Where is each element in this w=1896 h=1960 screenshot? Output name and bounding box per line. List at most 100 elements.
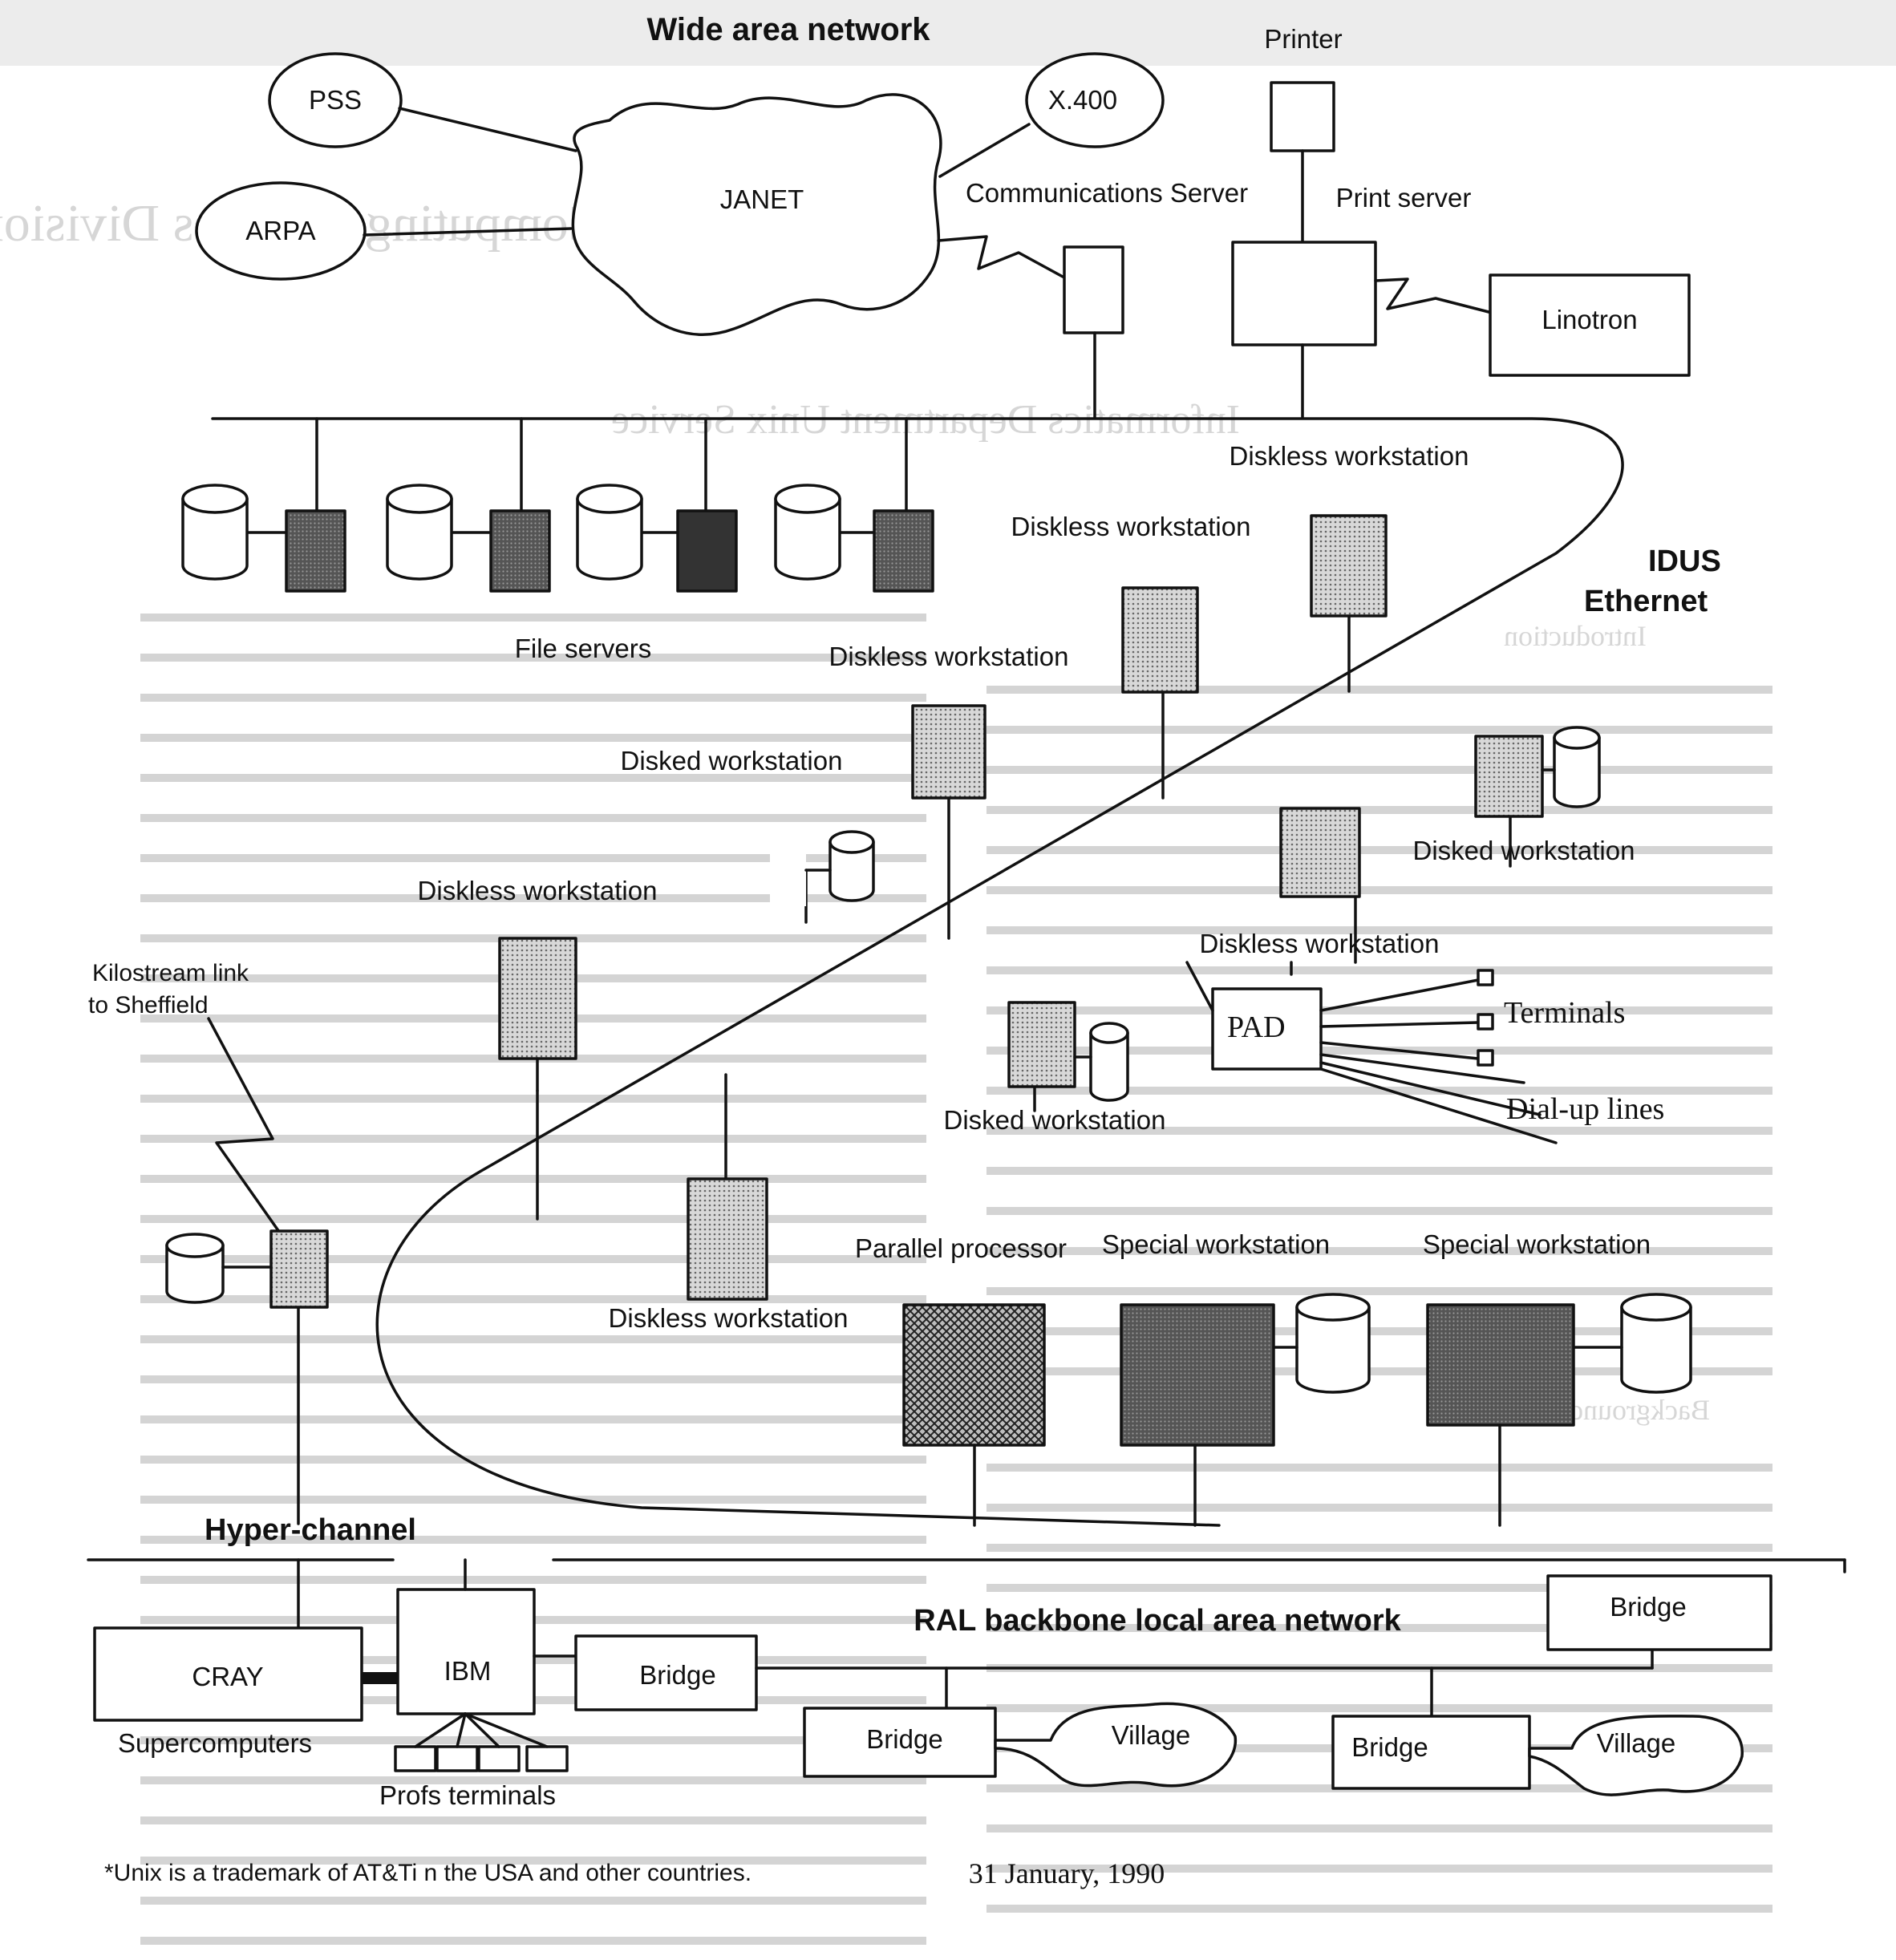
profs-terminal-1 xyxy=(394,1745,437,1772)
bridge-right-box xyxy=(1546,1574,1772,1651)
bg-background: Background xyxy=(1569,1394,1710,1426)
label-diskless-workstation-upper: Diskless workstation xyxy=(1011,512,1251,541)
date: 31 January, 1990 xyxy=(969,1857,1165,1889)
label-bridge-right: Bridge xyxy=(1610,1592,1686,1622)
label-bridge-village-left: Bridge xyxy=(866,1724,942,1754)
file-server-unit-3 xyxy=(676,509,738,593)
label-file-servers: File servers xyxy=(515,634,652,663)
linotron-box xyxy=(1489,273,1691,377)
printer-box xyxy=(1270,81,1335,152)
label-idus: IDUS xyxy=(1648,545,1721,578)
label-kilostream-line1: Kilostream link xyxy=(92,960,249,986)
special-workstation-right-box xyxy=(1426,1303,1575,1427)
disked-workstation-mid-disk xyxy=(828,830,875,902)
scan-top-band xyxy=(0,0,1896,66)
bridge-village-left-box xyxy=(803,1707,997,1778)
label-printer: Printer xyxy=(1264,24,1342,54)
profs-terminal-4 xyxy=(525,1745,569,1772)
special-workstation-right-disk xyxy=(1620,1293,1692,1394)
disked-workstation-lower-box xyxy=(1007,1001,1076,1088)
village-left-cloud xyxy=(994,1702,1238,1788)
terminal-3 xyxy=(1477,1049,1494,1067)
file-server-disk-3 xyxy=(576,484,643,581)
label-ibm: IBM xyxy=(444,1656,492,1686)
profs-terminal-3 xyxy=(477,1745,521,1772)
label-diskless-workstation-bottom: Diskless workstation xyxy=(609,1303,849,1333)
label-special-workstation-mid: Special workstation xyxy=(1102,1229,1330,1259)
label-special-workstation-right: Special workstation xyxy=(1423,1229,1651,1259)
pad-box xyxy=(1211,987,1323,1071)
label-arpa: ARPA xyxy=(245,216,315,245)
communications-server-box xyxy=(1063,245,1124,334)
label-linotron: Linotron xyxy=(1542,305,1637,334)
label-diskless-workstation-mid: Diskless workstation xyxy=(829,642,1069,671)
file-server-unit-4 xyxy=(873,509,934,593)
arpa-ellipse xyxy=(195,181,367,281)
title-wide-area-network: Wide area network xyxy=(646,12,930,47)
ibm-box xyxy=(396,1588,536,1715)
file-servers xyxy=(247,417,908,534)
label-diskless-workstation-top: Diskless workstation xyxy=(1230,441,1469,471)
file-server-unit-1 xyxy=(285,509,346,593)
disked-workstation-kilo-disk xyxy=(165,1233,225,1304)
label-dial-up-lines: Dial-up lines xyxy=(1506,1092,1664,1126)
bridge-village-right-box xyxy=(1331,1715,1531,1790)
diskless-workstation-bottom-box xyxy=(687,1177,768,1301)
label-bridge-ibm: Bridge xyxy=(639,1660,715,1690)
kilostream-link xyxy=(207,1017,300,1525)
parallel-processor-box xyxy=(902,1303,1046,1447)
file-server-disk-2 xyxy=(386,484,453,581)
label-x400: X.400 xyxy=(1048,85,1117,115)
label-terminals: Terminals xyxy=(1504,996,1625,1030)
bg-introduction: Introduction xyxy=(1504,620,1647,652)
label-janet: JANET xyxy=(720,184,804,214)
profs-terminal-2 xyxy=(436,1745,479,1772)
footnote: *Unix is a trademark of AT&Ti n the USA … xyxy=(104,1860,752,1886)
label-communications-server: Communications Server xyxy=(966,178,1248,208)
label-disked-workstation-lower: Disked workstation xyxy=(944,1105,1166,1135)
terminal-2 xyxy=(1477,1013,1494,1031)
disked-workstation-lower-disk xyxy=(1089,1022,1129,1102)
label-parallel-processor: Parallel processor xyxy=(855,1233,1067,1263)
disked-workstation-kilo-box xyxy=(269,1229,329,1309)
print-server-box xyxy=(1231,241,1377,346)
labels: Wide area network PSS ARPA X.400 JANET P… xyxy=(88,12,1721,1889)
janet-cloud xyxy=(571,93,942,336)
label-hyper-channel: Hyper-channel xyxy=(205,1513,416,1547)
label-pss: PSS xyxy=(309,85,362,115)
village-right-cloud xyxy=(1528,1715,1744,1796)
label-ral-backbone: RAL backbone local area network xyxy=(914,1604,1401,1638)
label-kilostream-line2: to Sheffield xyxy=(88,992,209,1018)
idus-ethernet-cable xyxy=(211,417,1624,1527)
label-bridge-village-right: Bridge xyxy=(1351,1732,1428,1762)
diskless-workstation-left-box xyxy=(498,937,577,1060)
label-supercomputers: Supercomputers xyxy=(118,1728,312,1758)
disked-workstation-right-box xyxy=(1474,735,1544,818)
cray-box xyxy=(93,1626,363,1722)
diskless-workstation-mid-box xyxy=(911,704,986,800)
file-server-unit-2 xyxy=(489,509,551,593)
bridge-ibm-box xyxy=(574,1634,758,1711)
label-village-right: Village xyxy=(1597,1728,1675,1758)
label-disked-workstation-right: Disked workstation xyxy=(1413,836,1635,865)
pss-ellipse xyxy=(268,52,403,148)
background-page-text: Distributed Computing Services Division … xyxy=(0,194,1772,1945)
file-server-disk-1 xyxy=(181,484,249,581)
diskless-workstation-upper-box xyxy=(1121,586,1199,694)
file-server-disk-4 xyxy=(774,484,841,581)
x400-ellipse xyxy=(1025,52,1165,148)
disked-workstation-right-disk xyxy=(1553,726,1601,808)
label-profs-terminals: Profs terminals xyxy=(379,1780,556,1810)
label-cray: CRAY xyxy=(192,1662,263,1691)
special-workstation-mid-box xyxy=(1120,1303,1275,1447)
label-diskless-workstation-left: Diskless workstation xyxy=(418,876,658,905)
label-print-server: Print server xyxy=(1336,183,1472,213)
label-disked-workstation-upper: Disked workstation xyxy=(621,746,843,775)
diskless-workstation-right-box xyxy=(1279,807,1361,898)
terminal-1 xyxy=(1477,969,1494,986)
label-pad: PAD xyxy=(1227,1010,1286,1044)
special-workstation-mid-disk xyxy=(1295,1293,1371,1394)
label-ethernet: Ethernet xyxy=(1584,585,1708,618)
label-diskless-workstation-right: Diskless workstation xyxy=(1200,929,1440,958)
